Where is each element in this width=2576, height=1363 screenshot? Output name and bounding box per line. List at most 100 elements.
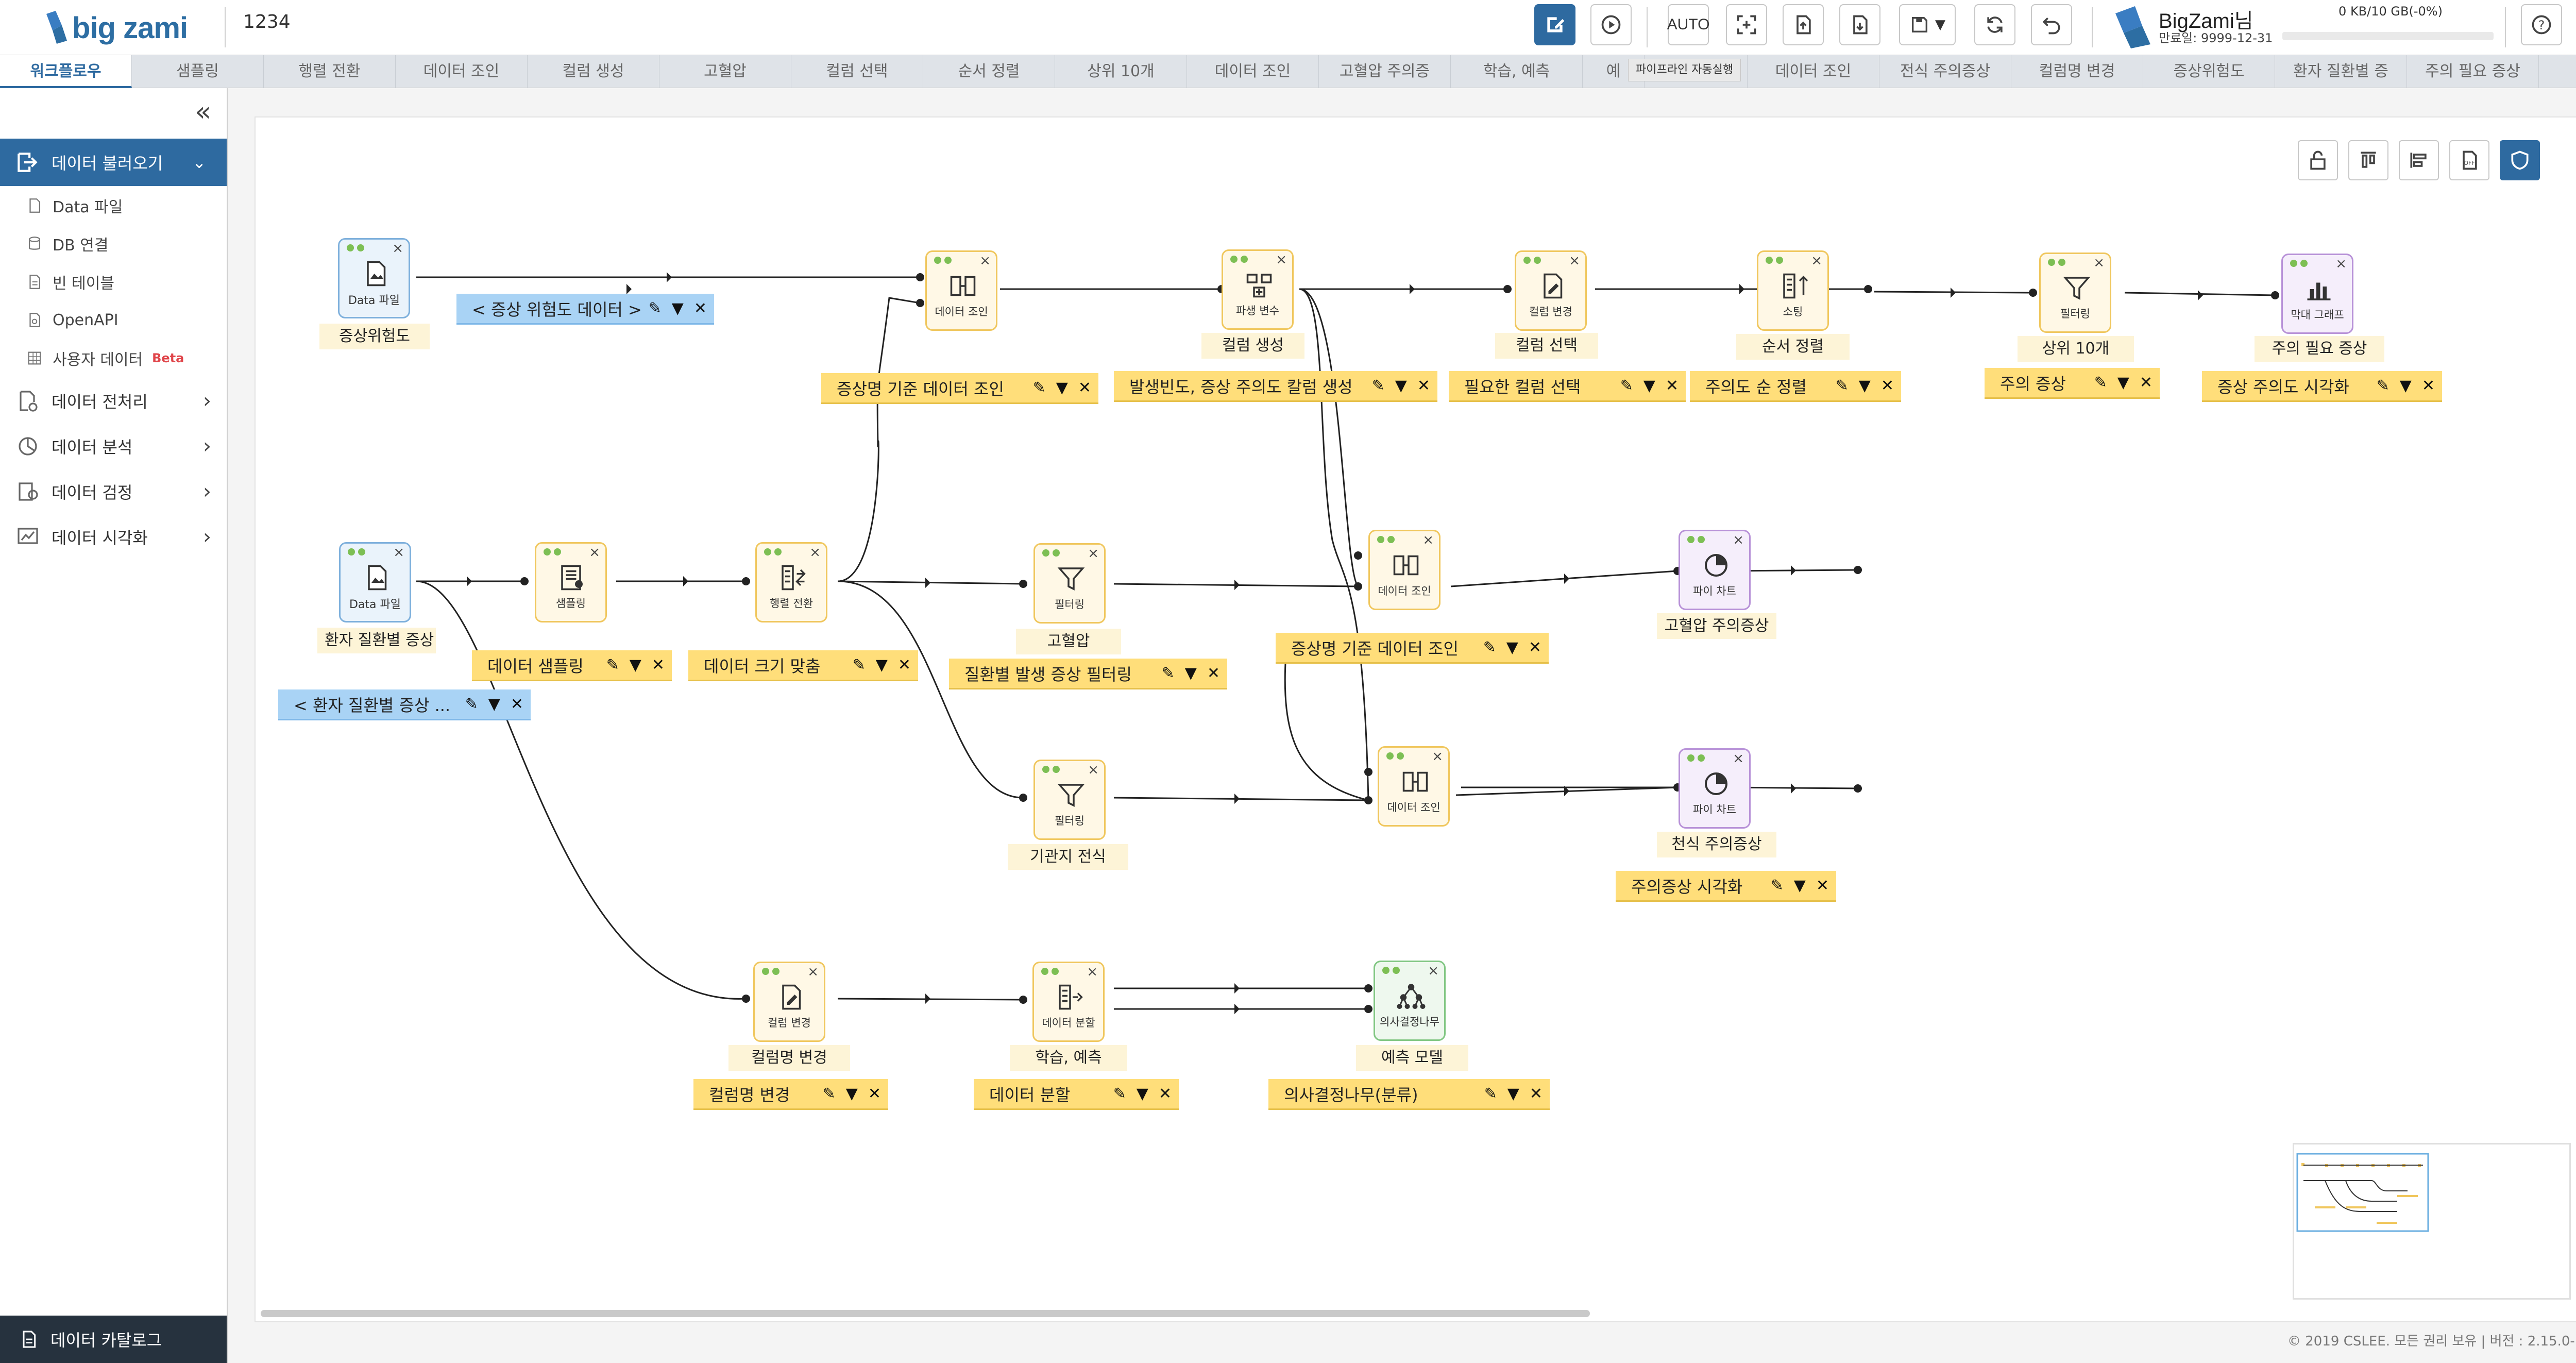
tab[interactable]: 데이터 조인 [1187,55,1319,88]
dropdown-icon[interactable]: ▼ [2399,377,2412,395]
collapse-sidebar-icon[interactable]: « [195,96,211,127]
dropdown-icon[interactable]: ▼ [1056,379,1068,397]
node-data-join[interactable]: ×데이터 조인 [1378,746,1450,827]
node-sampling[interactable]: ×샘플링 [535,542,607,622]
close-icon[interactable]: × [2093,255,2105,271]
node-bar[interactable]: 데이터 분할✎▼✕ [974,1079,1179,1110]
node-data-file[interactable]: ×Data 파일 [338,238,410,318]
dropdown-icon[interactable]: ▼ [1506,638,1518,657]
node-transpose[interactable]: ×행렬 전환 [755,542,827,622]
pin-icon[interactable]: ✎ [606,656,619,674]
node-bar[interactable]: 주의도 순 정렬✎▼✕ [1690,371,1901,402]
node-derived-variable[interactable]: ×파생 변수 [1222,249,1294,330]
node-bar-graph[interactable]: ×막대 그래프 [2281,254,2353,334]
close-icon[interactable]: × [589,545,600,560]
dropdown-icon[interactable]: ▼ [488,695,500,713]
pin-icon[interactable]: ✎ [2094,374,2107,392]
close-icon[interactable]: × [1088,762,1099,778]
node-bar[interactable]: 주의증상 시각화✎▼✕ [1616,871,1836,902]
node-filter[interactable]: ×필터링 [1033,543,1106,624]
fit-view-button[interactable] [1726,4,1767,45]
save-dropdown-button[interactable]: ▼ [1899,4,1956,45]
tab[interactable]: 상위 10개 [1055,55,1187,88]
tab[interactable]: 데이터 조인 [396,55,528,88]
close-icon[interactable]: ✕ [693,299,707,317]
sidebar-item-db[interactable]: DB 연결 [26,229,108,258]
close-icon[interactable]: ✕ [868,1085,881,1103]
sidebar-category-preprocess[interactable]: 데이터 전처리› [15,383,211,419]
close-icon[interactable]: ✕ [651,656,665,674]
dropdown-icon[interactable]: ▼ [1184,664,1197,682]
close-icon[interactable]: ✕ [2139,374,2153,392]
close-icon[interactable]: × [393,545,404,560]
data-catalog-button[interactable]: 데이터 카탈로그 [0,1316,227,1363]
close-icon[interactable]: ✕ [1417,377,1430,395]
dropdown-icon[interactable]: ▼ [629,656,641,674]
dropdown-icon[interactable]: ▼ [2117,374,2129,392]
pin-icon[interactable]: ✎ [1835,377,1849,395]
dropdown-icon[interactable]: ▼ [875,656,888,674]
node-bar[interactable]: 질환별 발생 증상 필터링✎▼✕ [949,659,1227,689]
close-icon[interactable]: × [1733,532,1744,548]
pin-icon[interactable]: ✎ [2376,377,2389,395]
close-icon[interactable]: ✕ [1665,377,1679,395]
close-icon[interactable]: ✕ [1078,379,1091,397]
sidebar-section-load-data[interactable]: 데이터 불러오기 ⌄ [0,139,227,186]
close-icon[interactable]: × [807,964,819,980]
dropdown-icon[interactable]: ▼ [1643,377,1655,395]
close-icon[interactable]: × [1432,749,1443,764]
toggle-off-button[interactable]: OFF [2449,140,2489,180]
dropdown-icon[interactable]: ▼ [1395,377,1407,395]
node-bar[interactable]: 증상명 기준 데이터 조인✎▼✕ [1276,633,1549,664]
node-bar[interactable]: 발생빈도, 증상 주의도 칼럼 생성✎▼✕ [1114,371,1437,402]
close-icon[interactable]: × [1428,963,1439,979]
close-icon[interactable]: × [979,253,991,268]
sidebar-category-visualization[interactable]: 데이터 시각화› [15,519,211,555]
horizontal-scrollbar[interactable] [261,1310,1590,1317]
node-decision-tree[interactable]: ×의사결정나무 [1374,961,1446,1041]
tab[interactable]: 고혈압 주의증 [1319,55,1451,88]
refresh-button[interactable] [1974,4,2015,45]
tab[interactable]: 샘플링 [132,55,264,88]
close-icon[interactable]: × [1088,546,1099,561]
close-icon[interactable]: ✕ [2421,377,2435,395]
close-icon[interactable]: × [1422,532,1434,548]
close-icon[interactable]: × [1087,964,1098,980]
pin-icon[interactable]: ✎ [822,1085,836,1103]
align-top-button[interactable] [2348,140,2388,180]
tab[interactable]: 컬럼 생성 [528,55,659,88]
node-bar[interactable]: 컬럼명 변경✎▼✕ [693,1079,888,1110]
node-bar[interactable]: < 환자 질환별 증상 ...✎▼✕ [278,689,531,720]
dropdown-icon[interactable]: ▼ [1507,1085,1519,1103]
node-data-join[interactable]: ×데이터 조인 [925,250,997,331]
dropdown-icon[interactable]: ▼ [1793,877,1806,895]
pin-icon[interactable]: ✎ [1484,1085,1497,1103]
node-filter[interactable]: ×필터링 [2039,253,2111,333]
tab[interactable]: 학습, 예측 [1451,55,1583,88]
close-icon[interactable]: × [1569,253,1580,268]
project-name[interactable]: 1234 [243,11,291,32]
close-icon[interactable]: ✕ [1207,664,1220,682]
node-sort[interactable]: ×소팅 [1757,250,1829,331]
edit-pipeline-button[interactable] [1534,4,1575,45]
node-bar[interactable]: 주의 증상✎▼✕ [1985,368,2160,399]
close-icon[interactable]: × [1811,253,1822,268]
workflow-canvas[interactable]: OFF ×Data 파일 증상위험도 < 증상 위험도 데이터 >✎▼✕ ×데이… [255,116,2576,1322]
node-filter[interactable]: ×필터링 [1033,760,1106,840]
close-icon[interactable]: ✕ [510,695,523,713]
close-icon[interactable]: × [2335,256,2347,272]
sidebar-category-test[interactable]: 데이터 검정› [15,474,211,510]
close-icon[interactable]: × [1733,751,1744,766]
user-avatar-icon[interactable] [2110,3,2157,49]
node-data-join[interactable]: ×데이터 조인 [1368,530,1440,610]
unlock-button[interactable] [2298,140,2338,180]
tab[interactable]: 컬럼 선택 [791,55,923,88]
close-icon[interactable]: ✕ [1816,877,1829,895]
close-icon[interactable]: ✕ [1528,638,1541,657]
shield-toggle-button[interactable] [2500,140,2540,180]
pin-icon[interactable]: ✎ [1483,638,1496,657]
sidebar-item-data-file[interactable]: Data 파일 [26,191,123,220]
tab-workflow[interactable]: 워크플로우 [0,55,132,88]
align-left-button[interactable] [2399,140,2439,180]
